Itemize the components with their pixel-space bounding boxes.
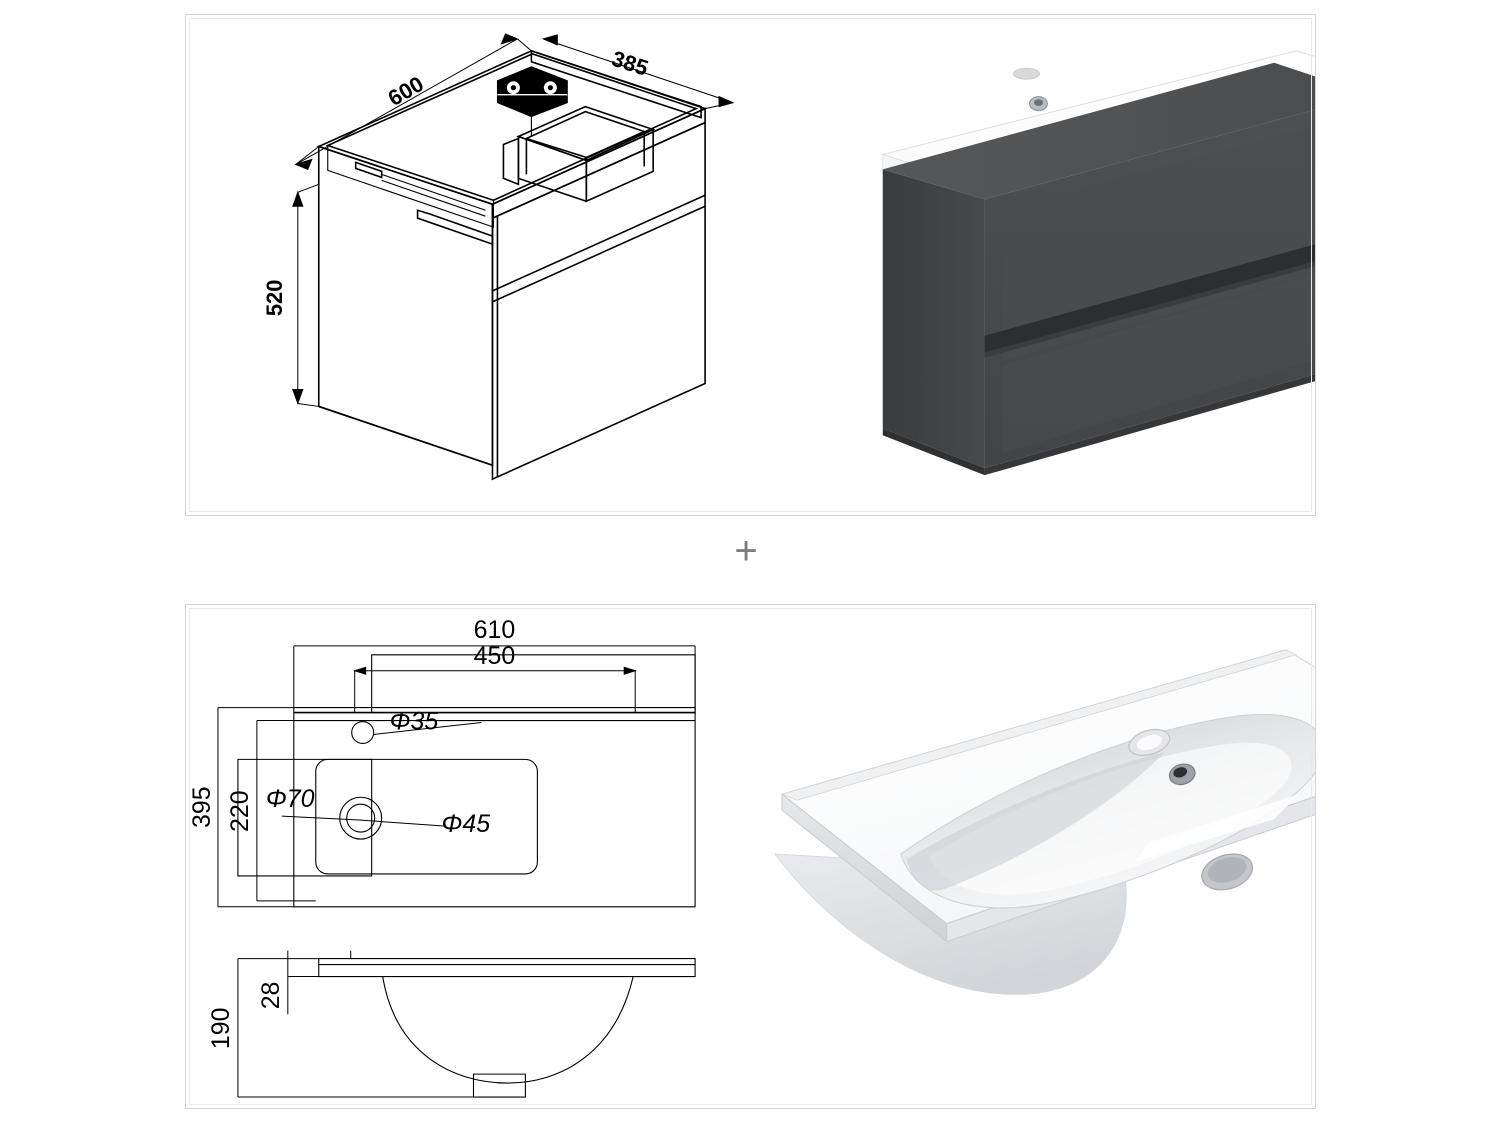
cabinet-photo-body xyxy=(882,62,1315,476)
label-phi70: Φ70 xyxy=(266,785,315,813)
plan-drain-outer xyxy=(339,796,383,840)
plus-symbol: + xyxy=(734,529,758,573)
dimension-28: 28 xyxy=(257,950,383,1015)
cabinet-panel-graphic: 600 385 520 xyxy=(262,33,1315,481)
dimension-600: 600 xyxy=(294,33,532,171)
photo-tap-hole xyxy=(1013,67,1040,80)
dimension-label-520: 520 xyxy=(262,280,287,317)
label-phi45: Φ45 xyxy=(442,810,491,838)
dimension-label-28: 28 xyxy=(257,982,285,1010)
dimension-label-600: 600 xyxy=(384,71,428,111)
dimension-label-220: 220 xyxy=(226,790,254,832)
dimension-610: 610 xyxy=(293,616,696,708)
basin-panel: Φ35 Φ70 Φ45 610 xyxy=(185,604,1316,1109)
plan-tap-hole xyxy=(351,720,375,744)
cabinet-product-photo xyxy=(880,50,1315,476)
dimension-520: 520 xyxy=(262,183,319,407)
dimension-label-385: 385 xyxy=(609,46,652,81)
plan-drain-inner xyxy=(346,803,376,833)
dimension-450: 450 xyxy=(353,642,637,713)
dimension-label-190: 190 xyxy=(207,1008,235,1050)
basin-product-photo xyxy=(773,649,1315,995)
basin-panel-graphic: Φ35 Φ70 Φ45 610 xyxy=(188,616,1315,1098)
plus-separator: + xyxy=(724,529,768,573)
basin-plan-view: Φ35 Φ70 Φ45 610 xyxy=(188,616,696,908)
dimension-label-450: 450 xyxy=(474,642,516,670)
mounting-bracket-detail xyxy=(496,66,568,118)
dimension-label-610: 610 xyxy=(474,616,516,644)
cabinet-panel: 600 385 520 xyxy=(185,14,1316,516)
cabinet-line-drawing: 600 385 520 xyxy=(262,33,735,481)
dimension-220: 220 xyxy=(226,720,316,902)
dimension-label-395: 395 xyxy=(188,786,216,828)
dimension-190: 190 xyxy=(207,958,474,1098)
basin-section-view: 190 28 xyxy=(207,950,696,1098)
label-phi35: Φ35 xyxy=(390,708,439,736)
dimension-395: 395 xyxy=(188,707,294,908)
